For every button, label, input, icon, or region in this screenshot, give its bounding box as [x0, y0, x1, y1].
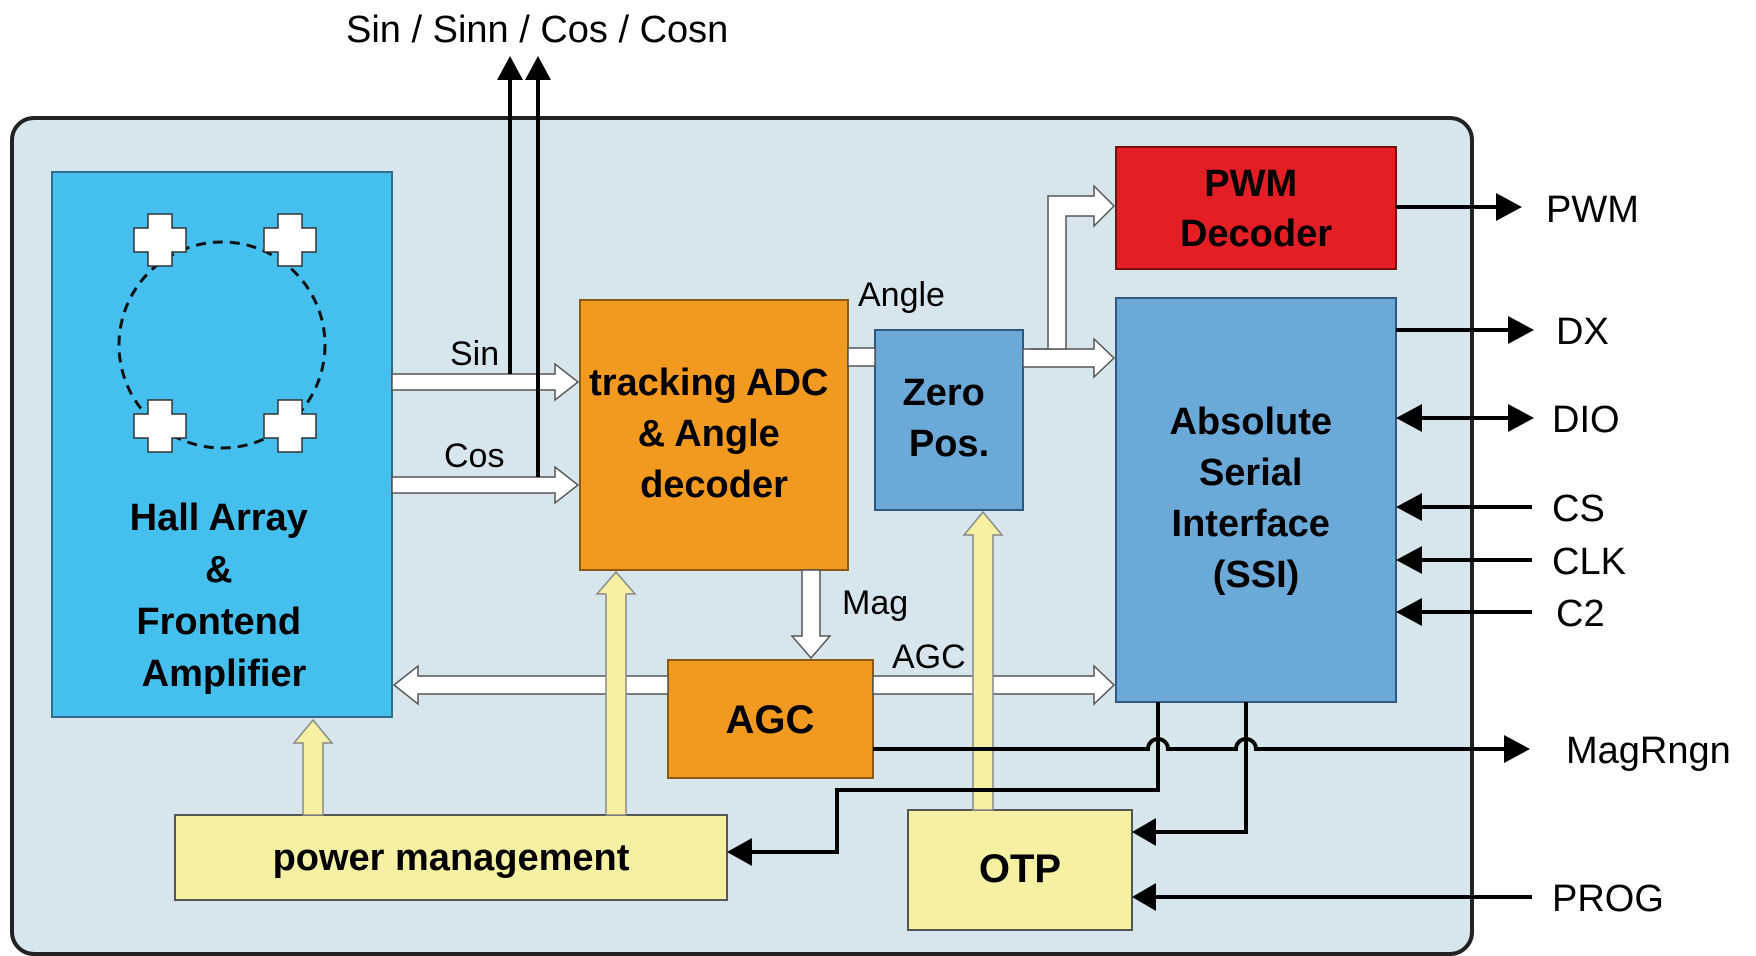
- pwm-output-arrowhead: [1496, 193, 1522, 221]
- dio-left-arrowhead: [1396, 404, 1422, 432]
- hall-sensor-top-left: [133, 213, 187, 267]
- hall-sensor-ring: [117, 240, 327, 450]
- agc-block: [667, 659, 874, 779]
- zero-to-pwm-arrow: [1030, 184, 1116, 350]
- mag-bus-arrow: [790, 569, 832, 660]
- otp-block-label: OTP: [979, 847, 1061, 891]
- pin-pwm: PWM: [1546, 189, 1639, 231]
- power-to-adc-arrow: [595, 570, 637, 816]
- angle-label: Angle: [858, 276, 945, 314]
- ssi-to-otp-line: [1152, 702, 1248, 834]
- dx-output-arrowhead: [1508, 316, 1534, 344]
- sin-output-arrowhead: [497, 56, 523, 80]
- hall-array-block: [51, 171, 393, 718]
- bus-arrows: [391, 184, 1116, 706]
- power-arrows: [292, 510, 1004, 816]
- power-input-arrowhead: [727, 838, 752, 866]
- hall-sensor-bottom-right: [263, 399, 317, 453]
- ssi-block-label: Absolute Serial Interface (SSI): [1169, 401, 1342, 596]
- agc-block-label: AGC: [726, 698, 815, 742]
- adc-block-label: tracking ADC & Angle decoder: [589, 362, 839, 506]
- sin-label: Sin: [450, 335, 499, 373]
- pin-dio: DIO: [1552, 399, 1620, 441]
- cos-output-arrowhead: [525, 56, 551, 80]
- dio-right-arrowhead: [1508, 404, 1534, 432]
- magrngn-output-arrowhead: [1504, 735, 1530, 763]
- arrow-heads: [497, 56, 1534, 911]
- agc-signal-label: AGC: [892, 638, 966, 676]
- cos-label: Cos: [444, 437, 504, 475]
- power-to-hall-arrow: [292, 718, 334, 816]
- angle-bus-arrow: [847, 347, 876, 367]
- pin-cs: CS: [1552, 488, 1605, 530]
- hall-block-label: Hall Array & Frontend Amplifier: [130, 497, 319, 695]
- power-management-label: power management: [273, 837, 630, 879]
- zero-pos-block: [874, 329, 1024, 511]
- top-signal-label: Sin / Sinn / Cos / Cosn: [346, 9, 728, 51]
- hall-sensor-top-right: [263, 213, 317, 267]
- zero-pos-label: Zero Pos.: [903, 372, 996, 465]
- pin-clk: CLK: [1552, 541, 1626, 583]
- pin-magrngn: MagRngn: [1566, 730, 1731, 772]
- ssi-to-power-line: [750, 702, 1160, 854]
- cs-input-arrowhead: [1396, 493, 1422, 521]
- power-management-block: [174, 814, 728, 901]
- signal-lines: [508, 66, 1532, 899]
- otp-block: [907, 809, 1133, 931]
- pin-dx: DX: [1556, 311, 1609, 353]
- otp-ssi-input-arrowhead: [1132, 818, 1156, 846]
- pin-prog: PROG: [1552, 878, 1664, 920]
- mag-label: Mag: [842, 584, 908, 622]
- otp-to-zero-arrow: [962, 510, 1004, 811]
- pin-c2: C2: [1556, 593, 1605, 635]
- clk-input-arrowhead: [1396, 546, 1422, 574]
- hall-sensor-bottom-left: [133, 399, 187, 453]
- otp-prog-input-arrowhead: [1132, 883, 1156, 911]
- cos-bus-arrow: [391, 465, 580, 505]
- pwm-decoder-block: [1115, 146, 1397, 270]
- c2-input-arrowhead: [1396, 598, 1422, 626]
- sin-bus-arrow: [391, 362, 580, 402]
- tracking-adc-block: [579, 299, 849, 571]
- magrngn-output-line: [873, 737, 1508, 751]
- ssi-block: [1115, 297, 1397, 703]
- pwm-decoder-label: PWM Decoder: [1180, 163, 1332, 255]
- zero-to-ssi-arrow: [1022, 337, 1116, 379]
